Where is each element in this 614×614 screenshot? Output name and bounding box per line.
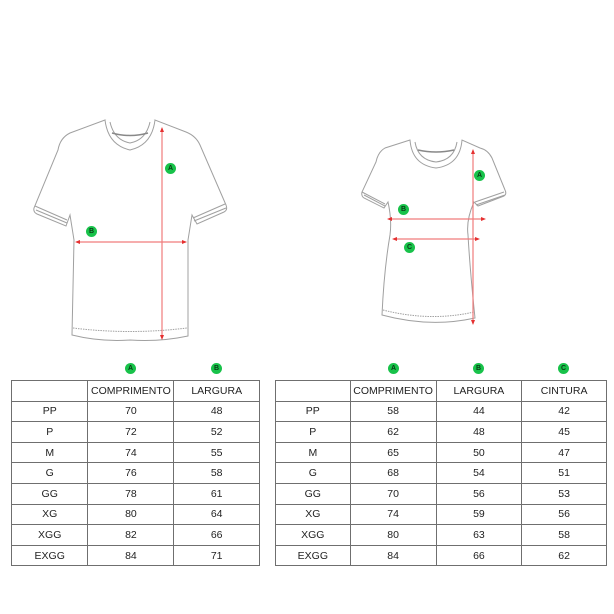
header-cell xyxy=(10,380,89,402)
size-cell: G xyxy=(10,462,89,484)
marker-a-badge: A xyxy=(165,163,176,174)
value-cell: 74 xyxy=(349,503,437,526)
table-header-row: COMPRIMENTO LARGURA xyxy=(10,380,260,402)
baby-look-outline-icon xyxy=(361,139,507,325)
value-cell: 82 xyxy=(87,524,175,546)
value-cell: 63 xyxy=(435,524,523,546)
size-cell: EXGG xyxy=(275,544,351,567)
size-cell: GG xyxy=(10,482,89,505)
column-b-badge: B xyxy=(211,363,222,374)
size-cell: M xyxy=(10,441,89,464)
value-cell: 80 xyxy=(349,524,437,546)
size-cell: P xyxy=(10,421,89,443)
value-cell: 44 xyxy=(435,400,523,423)
header-cell: LARGURA xyxy=(173,380,260,402)
value-cell: 45 xyxy=(521,421,607,443)
tshirt-outline-icon xyxy=(33,119,228,341)
header-cell xyxy=(275,380,351,402)
value-cell: 76 xyxy=(87,462,175,484)
value-cell: 80 xyxy=(87,503,175,526)
value-cell: 55 xyxy=(173,441,260,464)
size-cell: XGG xyxy=(275,524,351,546)
value-cell: 72 xyxy=(87,421,175,443)
header-cell: COMPRIMENTO xyxy=(87,380,175,402)
value-cell: 65 xyxy=(349,441,437,464)
marker-b-badge: B xyxy=(398,204,409,215)
size-cell: PP xyxy=(275,400,351,423)
value-cell: 68 xyxy=(349,462,437,484)
column-a-badge: A xyxy=(388,363,399,374)
size-cell: G xyxy=(275,462,351,484)
marker-c-badge: C xyxy=(404,242,415,253)
header-cell: LARGURA xyxy=(435,380,523,402)
header-cell: COMPRIMENTO xyxy=(349,380,437,402)
value-cell: 56 xyxy=(435,482,523,505)
size-cell: PP xyxy=(10,400,89,423)
marker-b-badge: B xyxy=(86,226,97,237)
size-cell: XGG xyxy=(10,524,89,546)
value-cell: 74 xyxy=(87,441,175,464)
value-cell: 78 xyxy=(87,482,175,505)
value-cell: 58 xyxy=(349,400,437,423)
table-header-row: COMPRIMENTO LARGURA CINTURA xyxy=(275,380,607,402)
value-cell: 61 xyxy=(173,482,260,505)
value-cell: 50 xyxy=(435,441,523,464)
value-cell: 62 xyxy=(521,544,607,567)
value-cell: 62 xyxy=(349,421,437,443)
value-cell: 48 xyxy=(435,421,523,443)
value-cell: 52 xyxy=(173,421,260,443)
value-cell: 54 xyxy=(435,462,523,484)
value-cell: 48 xyxy=(173,400,260,423)
size-cell: EXGG xyxy=(10,544,89,567)
marker-a-badge: A xyxy=(474,170,485,181)
header-cell: CINTURA xyxy=(521,380,607,402)
value-cell: 58 xyxy=(173,462,260,484)
value-cell: 66 xyxy=(435,544,523,567)
value-cell: 56 xyxy=(521,503,607,526)
size-cell: GG xyxy=(275,482,351,505)
womens-tshirt-diagram: A B C xyxy=(340,120,540,340)
value-cell: 59 xyxy=(435,503,523,526)
value-cell: 70 xyxy=(349,482,437,505)
size-cell: M xyxy=(275,441,351,464)
column-b-badge: B xyxy=(473,363,484,374)
value-cell: 64 xyxy=(173,503,260,526)
value-cell: 66 xyxy=(173,524,260,546)
size-cell: XG xyxy=(275,503,351,526)
value-cell: 53 xyxy=(521,482,607,505)
mens-tshirt-diagram: A B xyxy=(0,100,260,350)
value-cell: 71 xyxy=(173,544,260,567)
value-cell: 70 xyxy=(87,400,175,423)
value-cell: 47 xyxy=(521,441,607,464)
value-cell: 42 xyxy=(521,400,607,423)
value-cell: 58 xyxy=(521,524,607,546)
value-cell: 84 xyxy=(349,544,437,567)
value-cell: 84 xyxy=(87,544,175,567)
column-a-badge: A xyxy=(125,363,136,374)
size-cell: P xyxy=(275,421,351,443)
value-cell: 51 xyxy=(521,462,607,484)
size-cell: XG xyxy=(10,503,89,526)
column-c-badge: C xyxy=(558,363,569,374)
